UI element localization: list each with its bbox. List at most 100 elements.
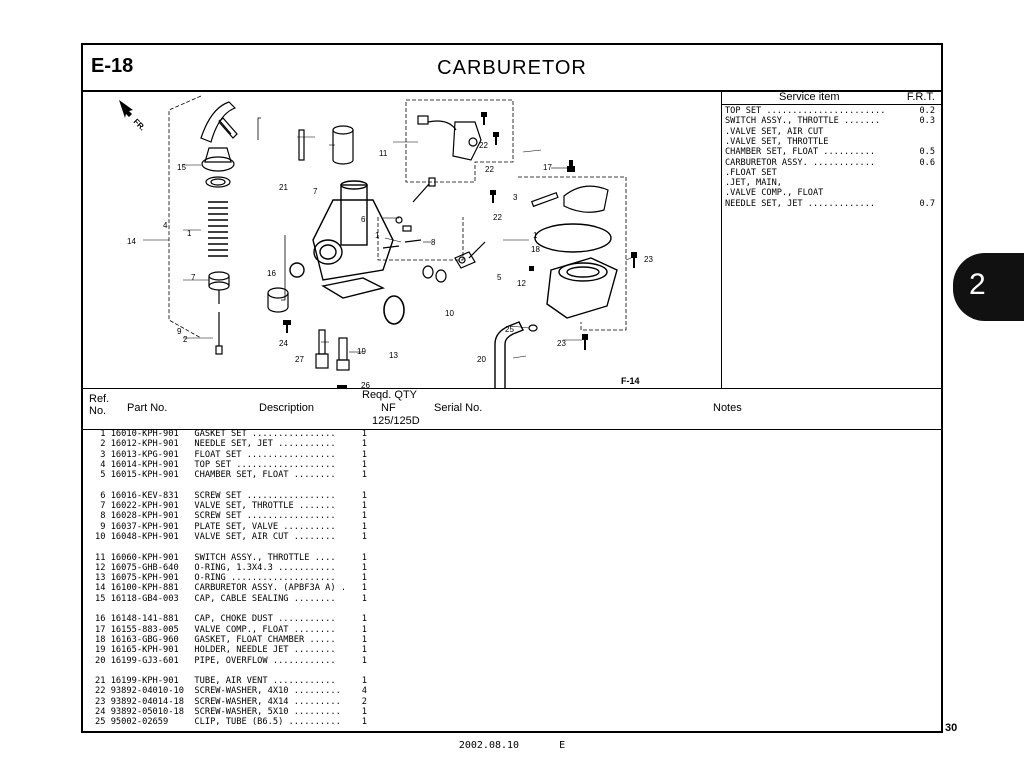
table-row: 20 16199-GJ3-601 PIPE, OVERFLOW ........… (95, 656, 367, 666)
row-qty: 1 (361, 624, 367, 635)
row-description: CHAMBER SET, FLOAT ........ (194, 470, 362, 481)
row-description: SCREW-WASHER, 5X10 ......... (194, 707, 362, 718)
col-model-header: 125/125D (372, 415, 420, 427)
page-title: CARBURETOR (437, 57, 587, 79)
service-frt-value: 0.5 (919, 147, 935, 158)
row-part-no: 16014-KPH-901 (110, 459, 195, 470)
row-qty: 1 (361, 717, 367, 728)
table-row: 3 16013-KPG-901 FLOAT SET ..............… (95, 450, 367, 460)
service-row: .VALVE SET, THROTTLE (725, 137, 935, 147)
direction-label: FR. (132, 117, 147, 132)
ref-label: 20 (477, 355, 486, 364)
service-item-text: .JET, MAIN, (725, 178, 782, 189)
table-row: 4 16014-KPH-901 TOP SET ................… (95, 460, 367, 470)
section-tab-label: 2 (969, 268, 986, 301)
row-ref: 10 (95, 531, 111, 542)
service-item-text: CHAMBER SET, FLOAT .......... (725, 147, 876, 158)
service-frt-value: 0.7 (919, 198, 935, 209)
row-part-no: 16075-GHB-640 (110, 562, 195, 573)
ref-label: 13 (389, 351, 398, 360)
col-nf-header: NF (381, 402, 396, 414)
row-ref: 3 (95, 449, 111, 460)
row-ref: 1 (95, 429, 111, 439)
ref-label: 22 (493, 213, 502, 222)
row-part-no: 16163-GBG-960 (110, 634, 195, 645)
row-description: GASKET SET ................ (194, 429, 362, 439)
row-description: SCREW-WASHER, 4X10 ......... (194, 686, 362, 697)
ref-label: 12 (517, 279, 526, 288)
row-qty: 1 (361, 573, 367, 584)
row-part-no: 16022-KPH-901 (110, 501, 195, 512)
table-row: 25 95002-02659 CLIP, TUBE (B6.5) .......… (95, 717, 367, 727)
row-description: SCREW-WASHER, 4X14 ......... (194, 696, 362, 707)
row-ref: 12 (95, 562, 111, 573)
row-ref: 9 (95, 521, 111, 532)
row-description: PLATE SET, VALVE .......... (194, 521, 362, 532)
row-ref: 25 (95, 717, 111, 728)
row-description: O-RING, 1.3X4.3 ........... (194, 562, 362, 573)
section-code: E-18 (91, 55, 134, 77)
row-qty: 1 (361, 655, 367, 666)
row-part-no: 16015-KPH-901 (110, 470, 195, 481)
ref-label: 23 (557, 339, 566, 348)
row-description: TOP SET ................... (194, 459, 362, 470)
overflow-pipe (494, 321, 524, 395)
service-item-text: .FLOAT SET (725, 167, 777, 178)
row-ref: 24 (95, 707, 111, 718)
o-ring-12 (529, 266, 534, 271)
table-row: 2 16012-KPH-901 NEEDLE SET, JET ........… (95, 439, 367, 449)
float-chamber (546, 257, 618, 319)
row-part-no: 16016-KEV-831 (110, 490, 195, 501)
row-ref: 7 (95, 501, 111, 512)
cable-seal-part (200, 101, 238, 143)
screw-24 (283, 320, 291, 333)
table-row: 7 16022-KPH-901 VALVE SET, THROTTLE ....… (95, 501, 367, 511)
row-ref: 6 (95, 490, 111, 501)
row-description: SCREW SET ................. (194, 490, 362, 501)
ref-label: 18 (531, 245, 540, 254)
row-part-no: 16075-KPH-901 (110, 573, 195, 584)
service-row: TOP SET .......................0.2 (725, 106, 935, 116)
table-row: 9 16037-KPH-901 PLATE SET, VALVE .......… (95, 522, 367, 532)
row-ref: 22 (95, 686, 111, 697)
table-row: 14 16100-KPH-881 CARBURETOR ASSY. (APBF3… (95, 583, 367, 593)
table-row: 23 93892-04014-18 SCREW-WASHER, 4X14 ...… (95, 697, 367, 707)
row-description: VALVE SET, THROTTLE ....... (194, 501, 362, 512)
ref-label: 11 (379, 149, 388, 158)
row-qty: 1 (361, 459, 367, 470)
row-ref: 20 (95, 655, 111, 666)
service-item-text: .VALVE SET, AIR CUT (725, 126, 824, 137)
row-part-no: 16165-KPH-901 (110, 645, 195, 656)
ref-label: 14 (127, 237, 136, 246)
screw-22 (481, 112, 499, 203)
table-row: 24 93892-05010-18 SCREW-WASHER, 5X10 ...… (95, 707, 367, 717)
row-ref: 17 (95, 624, 111, 635)
table-row: 10 16048-KPH-901 VALVE SET, AIR CUT ....… (95, 532, 367, 542)
spring (208, 201, 228, 257)
ref-label: 8 (431, 238, 436, 247)
row-qty: 1 (361, 470, 367, 481)
figure-reference: F-14 (621, 376, 640, 386)
ref-label: 26 (361, 381, 370, 388)
row-part-no: 16148-141-881 (110, 614, 195, 625)
screw-23 (582, 252, 637, 350)
service-frt-value: 0.6 (919, 157, 935, 168)
table-row: 12 16075-GHB-640 O-RING, 1.3X4.3 .......… (95, 563, 367, 573)
ref-label: 4 (163, 221, 168, 230)
section-tab[interactable]: 2 (953, 253, 1024, 321)
jet-needle (215, 312, 223, 355)
ref-label: 7 (191, 273, 196, 282)
row-ref: 19 (95, 645, 111, 656)
row-part-no: 16037-KPH-901 (110, 521, 195, 532)
row-ref: 15 (95, 593, 111, 604)
ref-label: 9 (177, 327, 182, 336)
ref-label: 16 (267, 269, 276, 278)
service-row: NEEDLE SET, JET .............0.7 (725, 199, 935, 209)
col-serial-header: Serial No. (434, 402, 483, 414)
row-ref: 11 (95, 552, 111, 563)
row-description: FLOAT SET ................. (194, 449, 362, 460)
row-description: NEEDLE SET, JET ........... (194, 439, 362, 450)
row-part-no: 95002-02659 (110, 717, 195, 728)
ref-label: 24 (279, 339, 288, 348)
row-part-no: 16048-KPH-901 (110, 531, 195, 542)
